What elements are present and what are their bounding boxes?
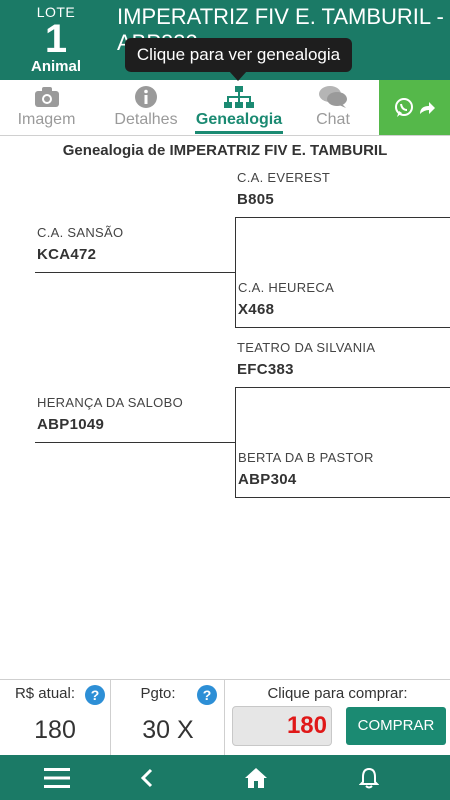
pedigree-connector: [235, 217, 236, 328]
sire-dam-reg: X468: [238, 301, 275, 318]
tab-bar: Imagem Detalhes Genealogia Chat: [0, 80, 450, 136]
current-price-panel: R$ atual: ? 180: [0, 680, 111, 756]
current-price-value: 180: [34, 716, 76, 744]
payment-value: 30 X: [142, 716, 194, 744]
tab-genealogia-label: Genealogia: [195, 111, 283, 128]
info-icon: [99, 80, 193, 110]
pedigree-line: [235, 327, 450, 328]
tab-chat-label: Chat: [316, 111, 350, 128]
dam-name: HERANÇA DA SALOBO: [37, 395, 183, 410]
lot-sub-label: Animal: [30, 58, 81, 75]
bid-value-field[interactable]: 180: [232, 706, 332, 746]
back-button[interactable]: [117, 755, 177, 800]
tab-imagem-label: Imagem: [17, 111, 76, 128]
purchase-bar: R$ atual: ? 180 Pgto: ? 30 X Clique para…: [0, 679, 450, 756]
dam-sire-name: TEATRO DA SILVANIA: [237, 340, 376, 355]
tab-imagem[interactable]: Imagem: [0, 80, 93, 136]
payment-panel: Pgto: ? 30 X: [112, 680, 225, 756]
pedigree-line: [235, 387, 450, 388]
current-price-label: R$ atual:: [14, 685, 76, 702]
camera-icon: [0, 80, 93, 110]
active-tab-indicator: [195, 131, 283, 134]
sire-reg: KCA472: [37, 246, 97, 263]
buy-button[interactable]: COMPRAR: [346, 707, 446, 745]
pedigree-line: [35, 272, 235, 273]
whatsapp-share-icon: [395, 98, 435, 117]
lot-badge: LOTE 1 Animal: [18, 4, 94, 75]
menu-icon: [44, 767, 70, 788]
dam-sire-reg: EFC383: [237, 361, 294, 378]
bottom-navigation: [0, 755, 450, 800]
pedigree-title: Genealogia de IMPERATRIZ FIV E. TAMBURIL: [62, 142, 388, 159]
home-button[interactable]: [226, 755, 286, 800]
sire-sire-name: C.A. EVEREST: [237, 170, 331, 185]
tooltip-arrow: [229, 71, 247, 81]
lot-label: LOTE: [36, 4, 76, 20]
pedigree-line: [35, 442, 235, 443]
home-icon: [245, 767, 267, 788]
sire-sire-reg: B805: [237, 191, 275, 208]
tab-chat[interactable]: Chat: [287, 80, 379, 136]
pedigree-line: [235, 497, 450, 498]
buy-prompt: Clique para comprar:: [267, 685, 408, 702]
whatsapp-share-button[interactable]: [379, 80, 450, 135]
sitemap-icon: [193, 80, 285, 110]
buy-panel: Clique para comprar:: [225, 680, 450, 756]
dam-dam-reg: ABP304: [238, 471, 297, 488]
pedigree-line: [235, 217, 450, 218]
payment-label: Pgto:: [140, 685, 176, 702]
bell-icon: [359, 767, 379, 788]
help-icon[interactable]: ?: [197, 685, 217, 705]
tab-genealogia[interactable]: Genealogia: [193, 80, 285, 136]
help-icon[interactable]: ?: [85, 685, 105, 705]
sire-name: C.A. SANSÃO: [37, 225, 124, 240]
tab-detalhes-label: Detalhes: [114, 111, 178, 128]
dam-reg: ABP1049: [37, 416, 105, 433]
tab-detalhes[interactable]: Detalhes: [99, 80, 193, 136]
chat-icon: [287, 80, 379, 110]
lot-number: 1: [44, 17, 68, 61]
pedigree-connector: [235, 387, 236, 498]
menu-button[interactable]: [27, 755, 87, 800]
back-icon: [140, 768, 153, 787]
sire-dam-name: C.A. HEURECA: [238, 280, 335, 295]
genealogy-tooltip: Clique para ver genealogia: [125, 38, 352, 72]
notifications-button[interactable]: [339, 755, 399, 800]
dam-dam-name: BERTA DA B PASTOR: [238, 450, 374, 465]
